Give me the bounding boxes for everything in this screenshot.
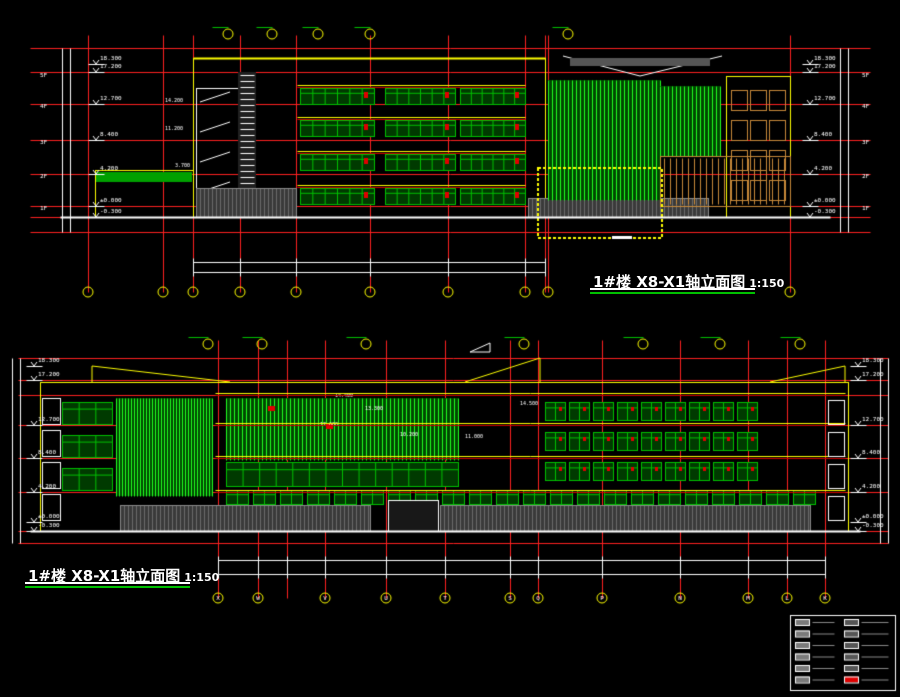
drawing-scale-top: 1:150 bbox=[749, 277, 785, 290]
title-underline-bottom-green bbox=[25, 586, 190, 588]
drawing-scale-bottom: 1:150 bbox=[184, 571, 220, 584]
drawing-title-bottom-text: 1#楼 X8-X1轴立面图 bbox=[28, 567, 181, 585]
title-underline-bottom bbox=[25, 582, 190, 584]
drawing-title-top-text: 1#楼 X8-X1轴立面图 bbox=[593, 273, 746, 291]
title-underline-top-green bbox=[590, 292, 755, 294]
title-underline-top bbox=[590, 288, 755, 290]
